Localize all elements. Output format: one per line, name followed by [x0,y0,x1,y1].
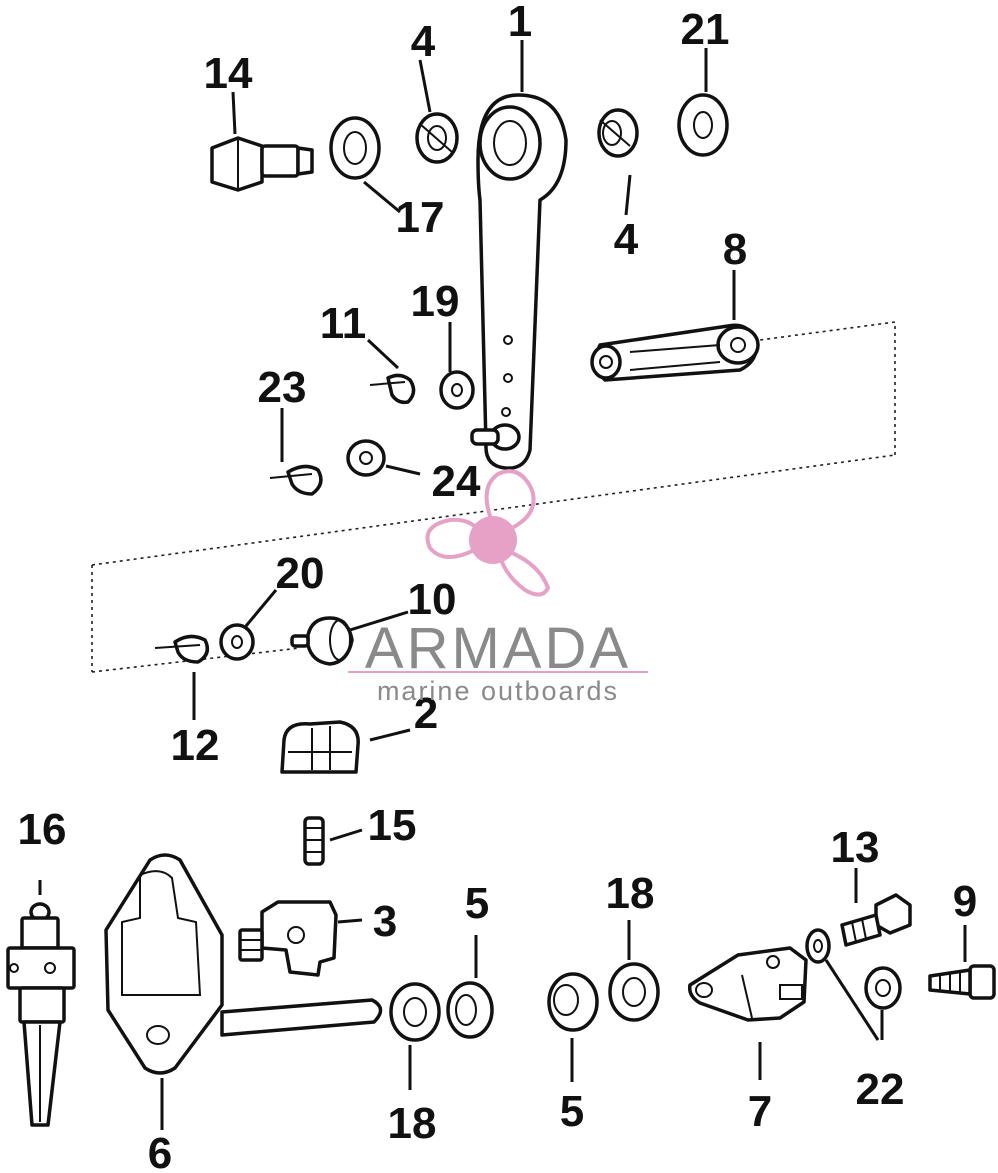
part-7-shift-lever [687,946,808,1022]
part-12-clip [154,634,210,664]
part-9-screw [928,964,996,1000]
part-18-washer-right [608,962,660,1022]
callout-12: 12 [171,721,220,770]
part-10-pin [290,616,354,666]
part-22-washers [805,928,902,1010]
part-4-bushing-right [597,108,639,158]
callout-8: 8 [723,225,747,274]
part-1-lever-arm [470,93,568,470]
callout-5-bottom: 5 [560,1087,584,1136]
callout-17: 17 [396,193,445,242]
callout-11: 11 [320,299,367,348]
callout-21: 21 [681,5,730,54]
callout-4-top: 4 [411,17,436,66]
part-20-washer [219,623,255,661]
part-2-bracket [280,720,360,774]
part-4-bushing-left [415,112,459,164]
part-15-spring [303,816,325,866]
callout-19: 19 [411,277,460,326]
callout-labels: 1 4 21 14 17 4 8 19 11 23 24 20 10 2 12 … [18,0,978,1173]
part-5-bushing-right [547,972,599,1032]
part-3-shift-block [238,900,338,977]
callout-13: 13 [831,823,880,872]
callout-1: 1 [508,0,532,46]
callout-10: 10 [408,575,457,624]
part-8-link-rod [590,323,760,382]
part-5-bushing-left [446,981,494,1039]
callout-6: 6 [148,1129,172,1173]
part-16-switch [6,902,76,1127]
part-11-clip [369,373,416,405]
part-19-washer [439,370,475,410]
part-14-bolt [210,136,314,192]
part-17-washer [329,116,381,180]
callout-18-right: 18 [606,869,655,918]
callout-15: 15 [368,801,417,850]
watermark-brand: ARMADA [365,616,631,681]
watermark: ARMADA marine outboards [348,469,648,706]
part-24-washer [346,439,386,477]
callout-24: 24 [432,457,481,506]
part-6-shift-plate [104,853,383,1075]
assembly-dashed-outline [91,321,896,673]
callout-5-top: 5 [465,879,489,928]
callout-4-bottom: 4 [614,215,639,264]
part-23-clip [269,464,323,496]
propeller-icon [425,469,551,597]
callout-18-left: 18 [388,1099,437,1148]
part-18-washer-left [389,982,441,1042]
callout-9: 9 [953,877,977,926]
leader-lines [38,40,967,1130]
part-13-screw [840,893,912,947]
callout-3: 3 [373,897,397,946]
callout-14: 14 [204,49,253,98]
part-21-washer [677,93,729,157]
watermark-tagline: marine outboards [377,676,619,706]
callout-22: 22 [856,1065,905,1114]
callout-23: 23 [258,363,307,412]
callout-20: 20 [276,549,325,598]
callout-7: 7 [748,1087,772,1136]
callout-16: 16 [18,805,67,854]
callout-2: 2 [414,689,438,738]
